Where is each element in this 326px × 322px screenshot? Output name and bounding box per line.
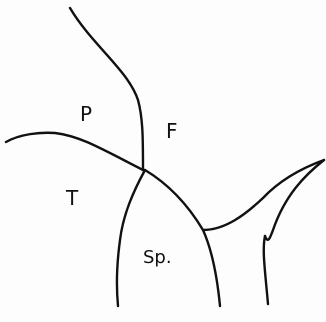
boundary-left [4,131,145,172]
boundary-lower-left [115,168,147,308]
region-label-t: T [65,186,79,210]
region-label-f: F [166,119,178,143]
region-label-p: P [80,102,92,126]
boundary-top [68,6,145,172]
boundary-wedge-top [201,158,326,232]
boundary-lower-right [143,168,222,308]
boundary-wedge-inner [263,158,326,241]
boundary-right-tail [262,234,270,306]
region-label-sp: Sp. [143,247,172,268]
